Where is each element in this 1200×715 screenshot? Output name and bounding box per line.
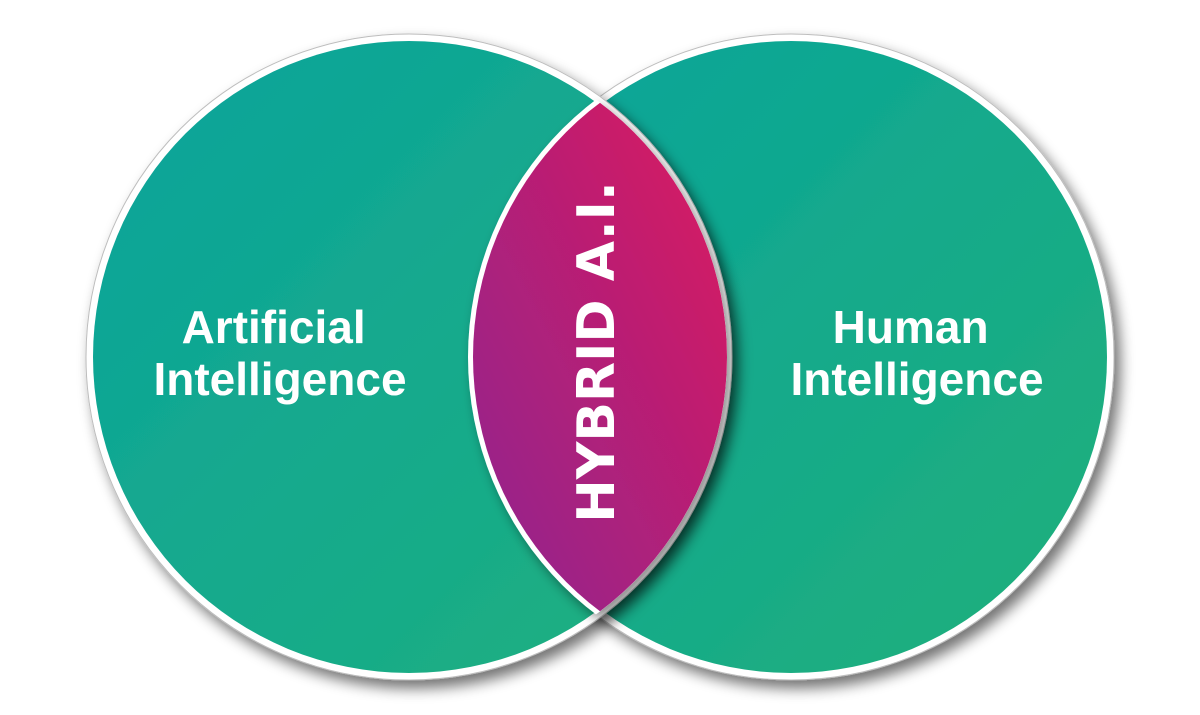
- human-intelligence-label-line-2: Intelligence: [790, 353, 1043, 405]
- human-intelligence-label-line-1: Human: [833, 301, 989, 353]
- hybrid-ai-label: HYBRID A.I.: [567, 181, 627, 523]
- artificial-intelligence-label-line-1: Artificial: [182, 301, 366, 353]
- artificial-intelligence-label-line-2: Intelligence: [153, 353, 406, 405]
- artificial-intelligence-label: Artificial Intelligence: [153, 301, 406, 405]
- human-intelligence-label: Human Intelligence: [790, 301, 1043, 405]
